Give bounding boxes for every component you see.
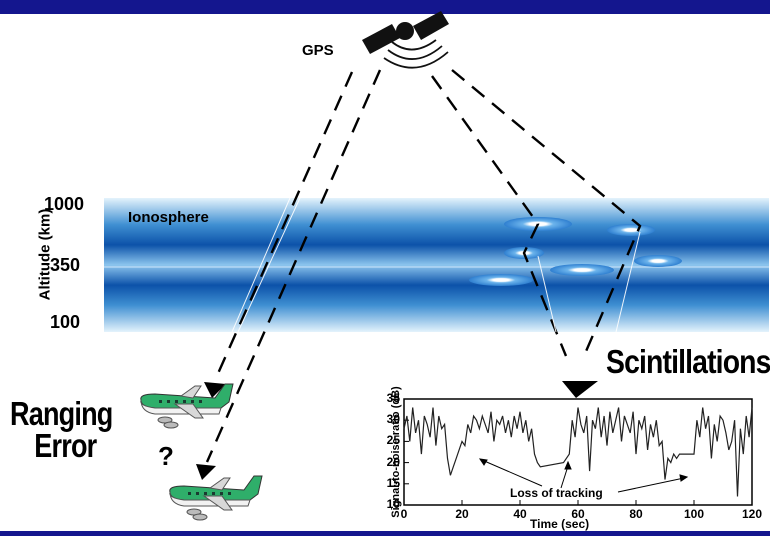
irregularity-blob [634, 255, 682, 267]
altitude-tick-350: 350 [50, 255, 81, 275]
y-tick-label: 10 [386, 497, 400, 511]
ranging-error-line1: Ranging [10, 395, 113, 432]
y-tick-label: 15 [386, 475, 400, 490]
x-tick-label: 40 [513, 507, 527, 521]
signal-path-to-plane-2 [205, 69, 382, 463]
altitude-tick-100: 100 [50, 312, 81, 332]
loss-of-tracking-pointers [478, 458, 689, 493]
arrowhead-plane-1 [204, 382, 226, 398]
chart-x-axis-label: Time (sec) [530, 517, 590, 531]
signal-path-left-through-blobs [431, 75, 568, 357]
x-tick-label: 100 [683, 507, 705, 521]
irregularity-blob [469, 274, 533, 286]
top-frame-bar [0, 0, 770, 14]
arrowhead-scintillations [562, 381, 598, 398]
gps-satellite-icon [362, 11, 449, 69]
airplane-icon [140, 383, 234, 429]
snr-chart [403, 398, 753, 506]
snr-series-line [403, 407, 753, 497]
signal-path-to-plane-1 [214, 71, 354, 379]
airplane-icon [169, 475, 263, 521]
chart-ticks [403, 398, 753, 506]
irregularity-blob [550, 264, 614, 276]
signal-path-right-through-blobs [451, 69, 642, 357]
y-tick-label: 35 [386, 391, 400, 405]
irregularity-blob [607, 224, 655, 236]
x-tick-label: 20 [455, 507, 469, 521]
gps-label: GPS [302, 42, 334, 59]
question-mark: ? [158, 441, 174, 471]
ionosphere-label: Ionosphere [128, 209, 209, 226]
y-tick-label: 25 [386, 433, 400, 448]
x-tick-label: 0 [400, 507, 408, 521]
x-tick-label: 60 [571, 507, 585, 521]
signal-paths [205, 69, 642, 463]
y-tick-label: 30 [386, 412, 400, 427]
x-tick-label: 80 [629, 507, 643, 521]
x-tick-label: 120 [741, 507, 763, 521]
arrowhead-plane-2 [196, 464, 216, 480]
y-tick-label: 20 [386, 454, 400, 469]
ranging-error-line2: Error [34, 427, 97, 464]
loss-of-tracking-annotation: Loss of tracking [510, 486, 603, 500]
scintillations-caption: Scintillations [606, 343, 770, 380]
bottom-frame-bar [0, 531, 770, 536]
altitude-tick-1000: 1000 [44, 194, 85, 214]
altitude-axis-label: Altitude (km) [36, 208, 54, 301]
ranging-error-caption: Ranging Error [10, 395, 113, 464]
